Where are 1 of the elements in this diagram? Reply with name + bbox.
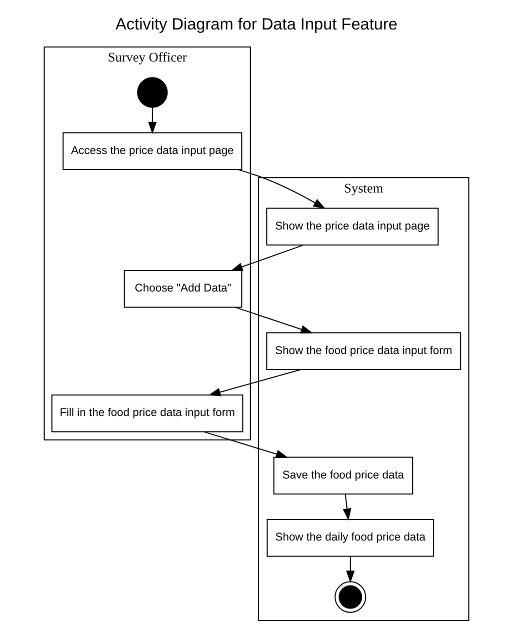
diagram-title: Activity Diagram for Data Input Feature bbox=[115, 15, 397, 34]
